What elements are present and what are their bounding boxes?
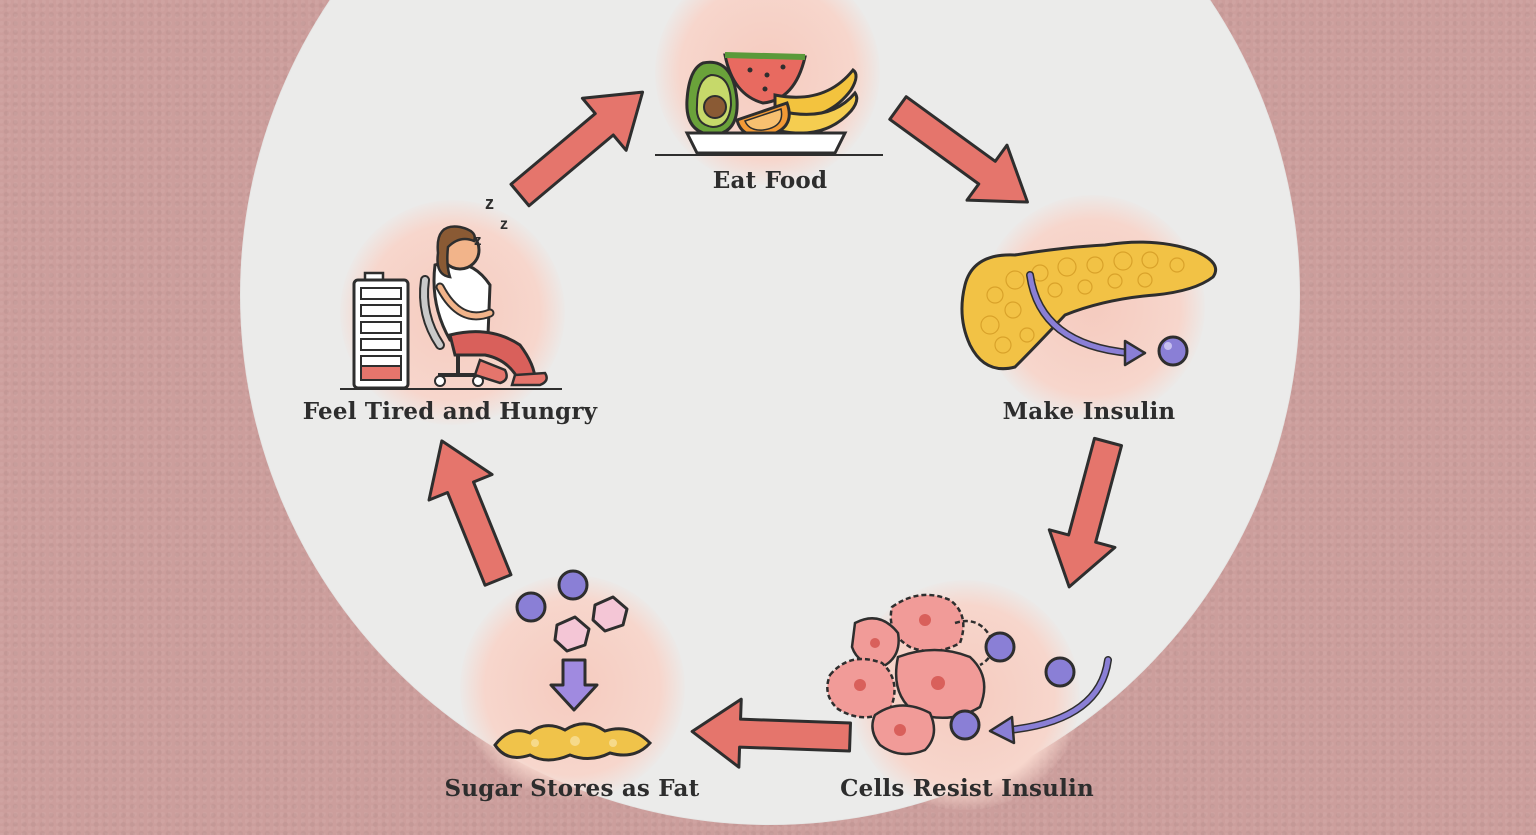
arrow-fat-to-tired	[427, 439, 513, 587]
step-feel-tired-and-hungry-label: Feel Tired and Hungry	[302, 398, 598, 425]
svg-text:z: z	[474, 232, 482, 249]
step-eat-food-label: Eat Food	[712, 167, 828, 194]
cells-illustration	[826, 593, 1112, 756]
svg-text:z: z	[500, 216, 508, 233]
step-cells-resist-insulin-label: Cells Resist Insulin	[840, 775, 1094, 802]
arrow-cells-to-fat	[690, 697, 852, 769]
arrow-tired-to-food	[509, 90, 645, 208]
step-make-insulin-label: Make Insulin	[1002, 398, 1176, 425]
svg-text:z: z	[485, 193, 494, 213]
arrow-food-to-insulin	[888, 95, 1029, 204]
tired-person-illustration: z z z	[340, 193, 562, 390]
step-sugar-stores-as-fat-label: Sugar Stores as Fat	[444, 775, 700, 802]
food-plate-illustration	[655, 52, 883, 156]
pancreas-illustration	[960, 240, 1218, 371]
sugar-to-fat-illustration	[493, 569, 653, 762]
arrow-insulin-to-cells	[1047, 436, 1124, 589]
